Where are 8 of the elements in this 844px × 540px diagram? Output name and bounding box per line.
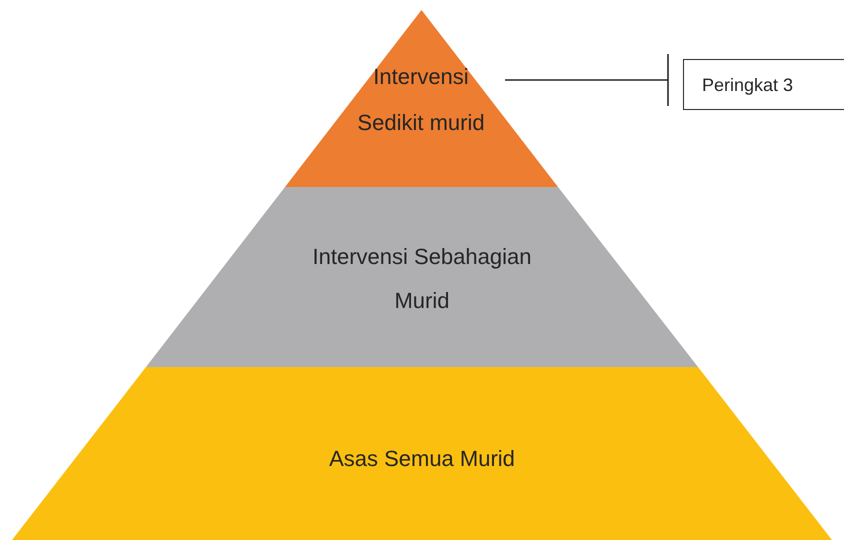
box-label: Peringkat 3 <box>702 74 794 97</box>
pyramid-tier <box>12 367 832 540</box>
tier-label: Intervensi Sebahagian Murid <box>312 243 532 315</box>
tier-label: Intervensi Sedikit murid <box>356 63 486 137</box>
tier-label: Asas Semua Murid <box>328 445 516 473</box>
pyramid-tier <box>146 187 698 367</box>
connector-line <box>505 53 669 107</box>
label-box <box>683 59 844 110</box>
